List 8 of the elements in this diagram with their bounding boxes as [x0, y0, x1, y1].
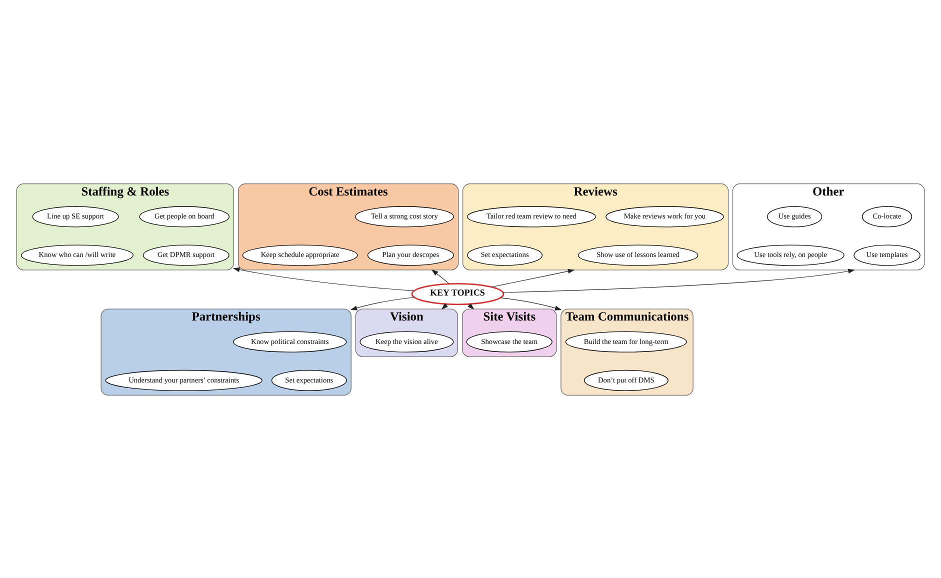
arrow [441, 302, 448, 310]
arrow [491, 268, 575, 287]
arrow [502, 268, 855, 292]
arrow [431, 268, 450, 284]
arrow [500, 297, 562, 310]
arrow [468, 302, 474, 310]
arrow [350, 296, 414, 310]
arrow [232, 266, 414, 291]
